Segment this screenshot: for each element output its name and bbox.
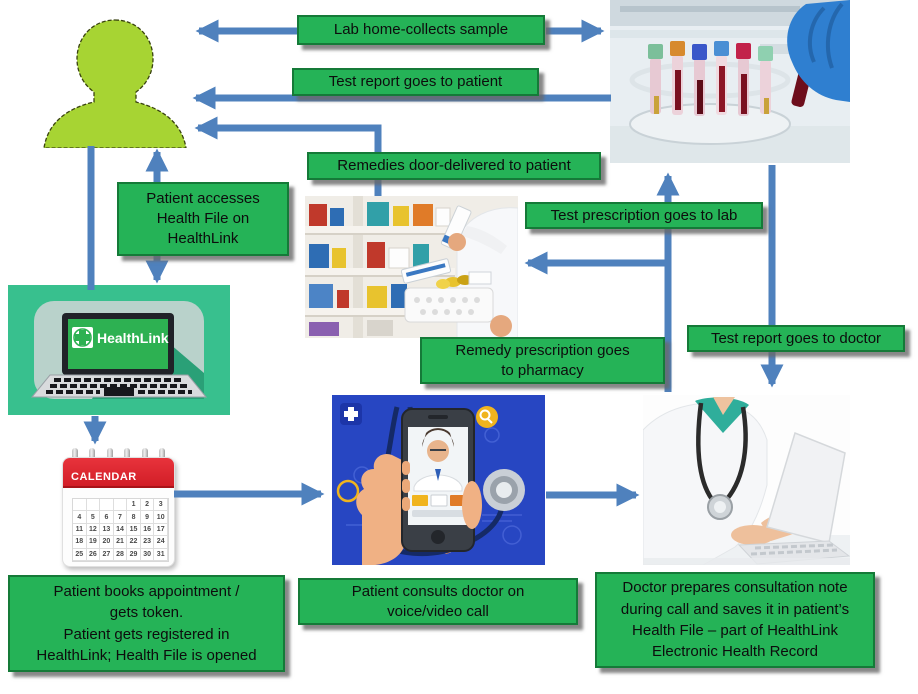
calendar-cell: 3 — [154, 499, 168, 512]
calendar-cell — [86, 499, 101, 512]
calendar-cell: 26 — [86, 548, 101, 561]
calendar-cell: 30 — [140, 548, 155, 561]
label-text: Test report goes to doctor — [710, 329, 882, 347]
calendar-cell: 4 — [73, 511, 87, 524]
calendar-title: CALENDAR — [71, 471, 137, 483]
calendar-header: CALENDAR — [63, 458, 174, 488]
calendar-cell — [113, 499, 128, 512]
label-remedies-door-delivered: Remedies door-delivered to patient — [307, 152, 601, 180]
calendar-cell: 1 — [127, 499, 141, 512]
label-line: Patient accesses — [146, 190, 260, 208]
label-line: Health File – part of HealthLink — [632, 622, 838, 639]
pharmacy-shelves-photo — [305, 196, 518, 338]
calendar-cell: 14 — [113, 523, 128, 537]
label-line: Patient consults doctor on — [351, 582, 525, 600]
calendar-cell: 8 — [127, 511, 141, 524]
calendar-cell: 12 — [86, 523, 101, 537]
calendar-cell: 5 — [86, 511, 101, 524]
label-doctor-prepares-note: Doctor prepares consultation note during… — [595, 572, 875, 668]
calendar-cell: 23 — [140, 536, 155, 549]
calendar-cell — [100, 499, 114, 512]
patient-silhouette-icon — [40, 12, 190, 148]
healthlink-app-name: HealthLink — [97, 330, 169, 346]
calendar-cell: 16 — [140, 523, 155, 537]
label-line: HealthLink — [167, 229, 239, 247]
calendar-cell: 11 — [73, 523, 87, 537]
calendar-cell: 13 — [100, 523, 114, 537]
calendar-cell: 22 — [127, 536, 141, 549]
label-line: gets token. — [109, 604, 184, 622]
calendar-cell: 2 — [140, 499, 155, 512]
calendar-cell: 19 — [86, 536, 101, 549]
label-text: Test prescription goes to lab — [550, 206, 738, 224]
label-patient-books-appointment: Patient books appointment / gets token. … — [8, 575, 285, 672]
label-test-prescription-goes-to-lab: Test prescription goes to lab — [525, 202, 763, 229]
calendar-cell: 31 — [154, 548, 168, 561]
label-line: Doctor prepares consultation note — [622, 579, 848, 597]
calendar-cell: 25 — [73, 548, 87, 561]
label-line: voice/video call — [387, 602, 489, 620]
calendar-cell: 15 — [127, 523, 141, 537]
label-line: Remedy prescription goes — [455, 341, 630, 359]
label-line: Electronic Health Record — [652, 643, 818, 661]
label-line: to pharmacy — [501, 361, 584, 379]
label-lab-home-collects-sample: Lab home-collects sample — [297, 15, 545, 45]
calendar-cell: 27 — [100, 548, 114, 561]
calendar-cell: 10 — [154, 511, 168, 524]
doctor-typing-laptop-photo — [643, 395, 850, 565]
calendar-cell: 6 — [100, 511, 114, 524]
calendar-cell: 28 — [113, 548, 128, 561]
calendar-cell: 29 — [127, 548, 141, 561]
label-remedy-prescription-to-pharmacy: Remedy prescription goes to pharmacy — [420, 337, 665, 384]
label-patient-accesses-health-file: Patient accesses Health File on HealthLi… — [117, 182, 289, 256]
calendar-cell: 17 — [154, 523, 168, 537]
label-test-report-goes-to-patient: Test report goes to patient — [292, 68, 539, 96]
label-text: Remedies door-delivered to patient — [337, 157, 571, 175]
label-text: Lab home-collects sample — [333, 21, 509, 39]
lab-blood-samples-photo — [610, 0, 850, 163]
label-text: Test report goes to patient — [328, 73, 503, 91]
calendar-cell: 20 — [100, 536, 114, 549]
label-line: Patient books appointment / — [53, 582, 240, 600]
label-line: Patient gets registered in — [63, 625, 230, 643]
label-test-report-goes-to-doctor: Test report goes to doctor — [687, 325, 905, 352]
label-line: HealthLink; Health File is opened — [36, 646, 257, 664]
label-line: Health File on — [156, 210, 250, 228]
healthlink-laptop-illustration: HealthLink — [8, 285, 230, 415]
calendar-cell: 7 — [113, 511, 128, 524]
calendar-cell: 21 — [113, 536, 128, 549]
calendar-rings — [72, 448, 165, 464]
label-line: during call and saves it in patient’s — [620, 600, 850, 618]
label-patient-consults-doctor: Patient consults doctor on voice/video c… — [298, 578, 578, 625]
calendar-cell: 24 — [154, 536, 168, 549]
doctor-video-call-photo — [332, 395, 545, 565]
calendar-cell — [73, 499, 87, 512]
calendar-cell: 9 — [140, 511, 155, 524]
calendar-cell: 18 — [73, 536, 87, 549]
